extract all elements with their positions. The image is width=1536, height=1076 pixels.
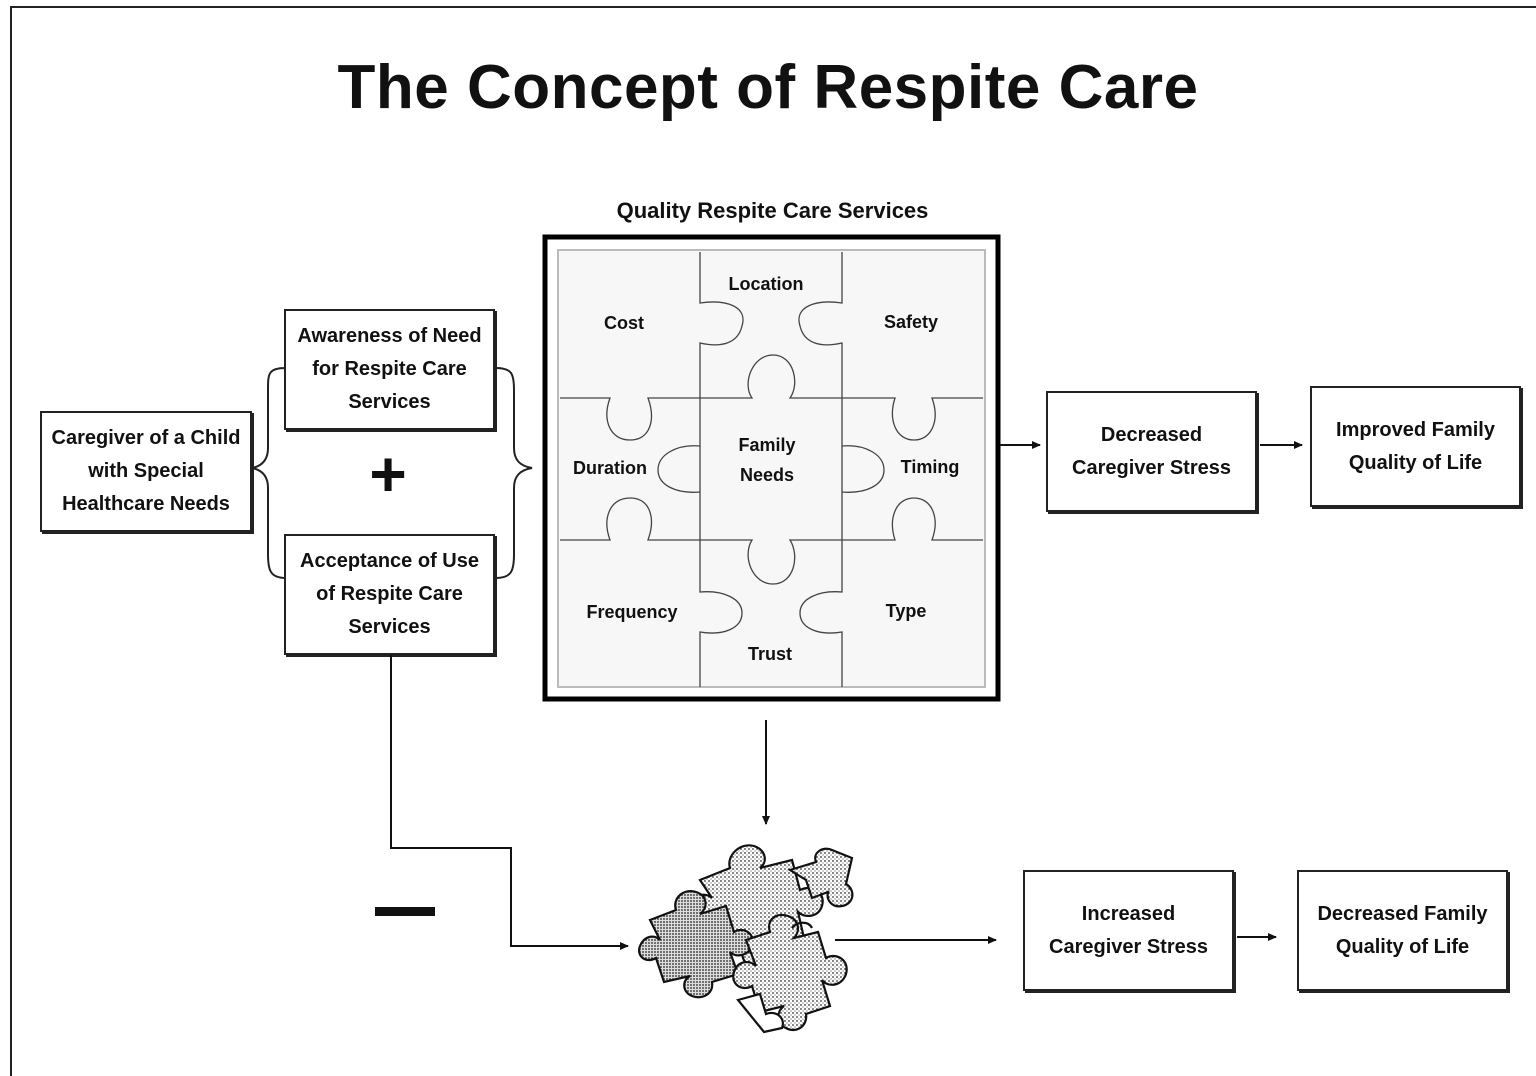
diagram-title: The Concept of Respite Care xyxy=(337,53,1199,122)
puzzle-timing: Timing xyxy=(900,457,960,477)
puzzle-cost: Cost xyxy=(604,313,644,333)
acceptance-box: Acceptance of Use of Respite Care Servic… xyxy=(284,534,495,655)
puzzle-duration: Duration xyxy=(573,458,647,478)
puzzle-trust: Trust xyxy=(747,644,793,664)
puzzle-board xyxy=(557,249,986,688)
puzzle-heading: Quality Respite Care Services xyxy=(616,198,929,223)
decreased-quality-box: Decreased Family Quality of Life xyxy=(1297,870,1508,991)
arrow-acceptance-to-puzzle xyxy=(390,655,629,950)
increased-stress-label: Increased Caregiver Stress xyxy=(1049,902,1208,958)
puzzle-grid xyxy=(560,252,983,687)
diagram-frame xyxy=(10,6,1536,1076)
right-brace xyxy=(495,367,533,579)
improved-quality-box: Improved Family Quality of Life xyxy=(1310,386,1521,507)
puzzle-type: Type xyxy=(885,601,927,621)
left-brace xyxy=(251,367,287,579)
puzzle-location: Location xyxy=(728,274,804,294)
caregiver-label: Caregiver of a Child with Special Health… xyxy=(51,427,241,515)
increased-stress-box: Increased Caregiver Stress xyxy=(1023,870,1234,991)
puzzle-family-needs: Family Needs xyxy=(738,435,796,485)
puzzle-safety: Safety xyxy=(883,312,939,332)
decreased-stress-label: Decreased Caregiver Stress xyxy=(1072,423,1231,479)
awareness-box: Awareness of Need for Respite Care Servi… xyxy=(284,309,495,430)
improved-quality-label: Improved Family Quality of Life xyxy=(1336,418,1495,474)
acceptance-label: Acceptance of Use of Respite Care Servic… xyxy=(300,550,479,638)
minus-sign xyxy=(375,907,435,916)
caregiver-box: Caregiver of a Child with Special Health… xyxy=(40,411,252,532)
puzzle-frequency: Frequency xyxy=(586,602,678,622)
decreased-stress-box: Decreased Caregiver Stress xyxy=(1046,391,1257,512)
plus-sign: + xyxy=(369,438,407,510)
awareness-label: Awareness of Need for Respite Care Servi… xyxy=(297,325,482,413)
scattered-puzzle-icon xyxy=(638,844,854,1034)
decreased-quality-label: Decreased Family Quality of Life xyxy=(1317,902,1488,958)
